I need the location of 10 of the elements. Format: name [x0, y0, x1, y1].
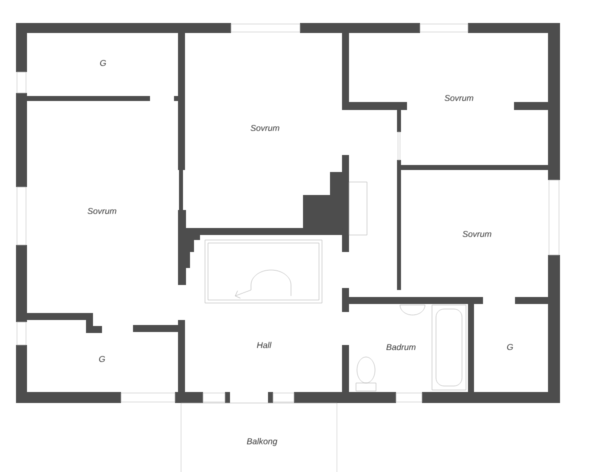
- room-label: Badrum: [386, 344, 416, 350]
- room-label: Balkong: [246, 438, 278, 446]
- room-label: Sovrum: [462, 231, 492, 237]
- room-label: G: [100, 60, 106, 66]
- room-label: G: [507, 344, 513, 350]
- room-label: Hall: [256, 342, 272, 348]
- room-label: Sovrum: [88, 208, 116, 214]
- room-label: Sovrum: [250, 125, 280, 131]
- room-label: G: [99, 356, 105, 362]
- room-label: Sovrum: [444, 95, 474, 101]
